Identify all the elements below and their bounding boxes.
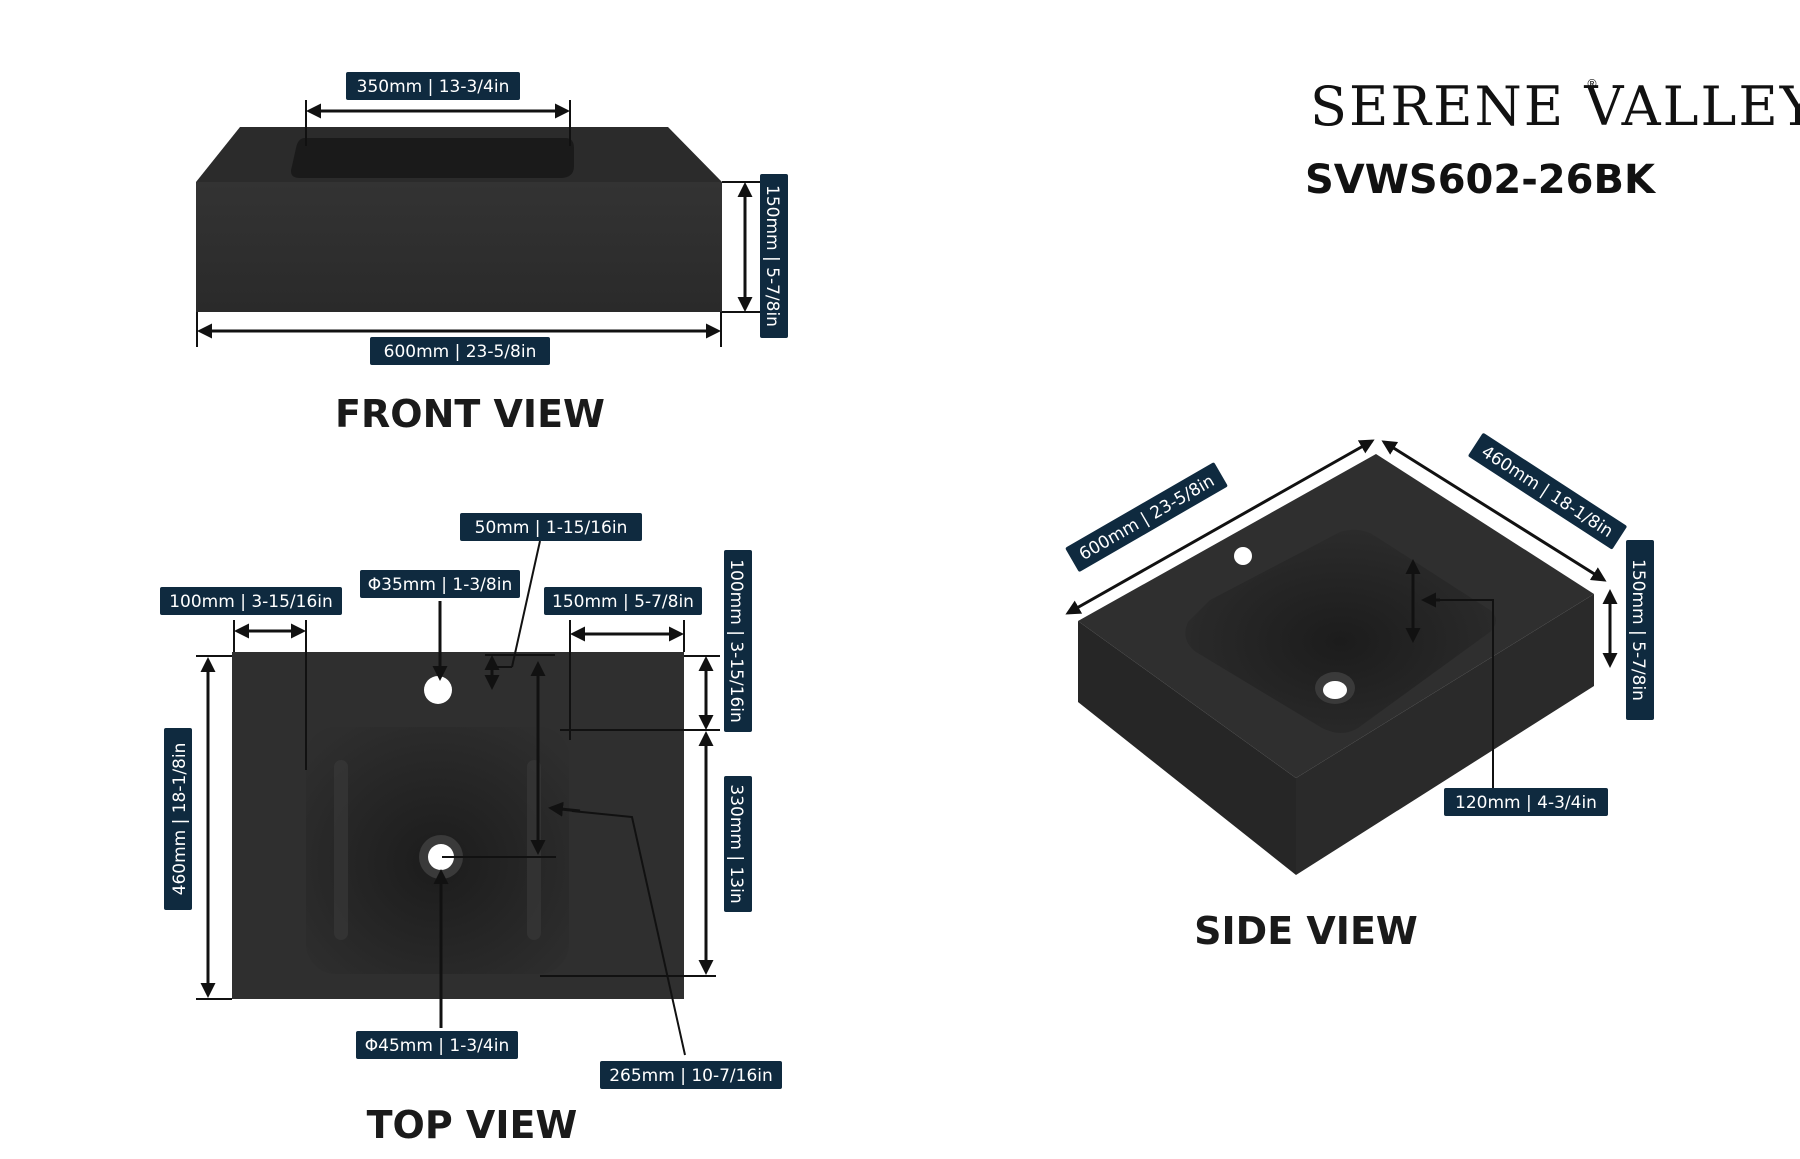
svg-text:120mm | 4-3/4in: 120mm | 4-3/4in: [1455, 793, 1597, 813]
brand-block: SERENE VALLEY ® SVWS602-26BK: [1305, 75, 1800, 203]
svg-text:Φ45mm | 1-3/4in: Φ45mm | 1-3/4in: [365, 1036, 509, 1056]
side-faucet-hole: [1234, 547, 1252, 565]
registered-mark: ®: [1586, 77, 1598, 91]
side-height-label: 150mm | 5-7/8in: [1626, 540, 1654, 720]
svg-text:600mm | 23-5/8in: 600mm | 23-5/8in: [384, 342, 537, 362]
side-view-title: SIDE VIEW: [1194, 909, 1418, 953]
top-faucet-hole-label: Φ35mm | 1-3/8in: [360, 570, 520, 598]
top-right-margin-label: 150mm | 5-7/8in: [544, 587, 702, 615]
side-view: 600mm | 23-5/8in 460mm | 18-1/8in 150mm …: [1065, 433, 1654, 953]
svg-text:150mm | 5-7/8in: 150mm | 5-7/8in: [762, 185, 782, 327]
side-depth-arrow: [1381, 440, 1607, 582]
svg-text:350mm | 13-3/4in: 350mm | 13-3/4in: [357, 77, 510, 97]
svg-text:460mm | 18-1/8in: 460mm | 18-1/8in: [1478, 442, 1617, 542]
top-bowl-width-label: 265mm | 10-7/16in: [600, 1061, 782, 1089]
svg-text:100mm | 3-15/16in: 100mm | 3-15/16in: [726, 559, 746, 723]
svg-text:150mm | 5-7/8in: 150mm | 5-7/8in: [1628, 559, 1648, 701]
side-drain-hole: [1323, 681, 1347, 699]
side-bowl-depth-label: 120mm | 4-3/4in: [1444, 788, 1608, 816]
top-bowl-length-label: 330mm | 13in: [724, 776, 752, 912]
svg-text:150mm | 5-7/8in: 150mm | 5-7/8in: [552, 592, 694, 612]
front-view-title: FRONT VIEW: [335, 392, 605, 436]
svg-text:50mm | 1-15/16in: 50mm | 1-15/16in: [475, 518, 628, 538]
side-width-arrow: [1065, 439, 1375, 615]
front-height-label: 150mm | 5-7/8in: [760, 174, 788, 338]
side-sink-front: [1078, 621, 1296, 875]
model-number: SVWS602-26BK: [1305, 157, 1657, 203]
top-faucet-hole: [424, 676, 452, 704]
front-width-label: 600mm | 23-5/8in: [370, 337, 550, 365]
front-sink-body: [196, 182, 722, 312]
svg-text:Φ35mm | 1-3/8in: Φ35mm | 1-3/8in: [368, 575, 512, 595]
top-left-margin-label: 100mm | 3-15/16in: [160, 587, 342, 615]
svg-text:460mm | 18-1/8in: 460mm | 18-1/8in: [170, 743, 190, 896]
svg-text:330mm | 13in: 330mm | 13in: [726, 784, 746, 903]
top-hole-offset-label: 50mm | 1-15/16in: [460, 513, 642, 541]
svg-text:100mm | 3-15/16in: 100mm | 3-15/16in: [169, 592, 333, 612]
front-bowl-width-label: 350mm | 13-3/4in: [346, 72, 520, 100]
side-sink-side: [1296, 594, 1594, 875]
top-depth-label: 460mm | 18-1/8in: [164, 728, 192, 910]
brand-name: SERENE VALLEY: [1310, 75, 1800, 138]
front-view: 350mm | 13-3/4in 150mm | 5-7/8in 600mm |…: [196, 72, 788, 436]
top-drain-hole-label: Φ45mm | 1-3/4in: [356, 1031, 518, 1059]
top-view: 50mm | 1-15/16in Φ35mm | 1-3/8in 100mm |…: [160, 513, 782, 1147]
top-back-margin-label: 100mm | 3-15/16in: [724, 550, 752, 732]
top-drain-hole: [428, 844, 454, 870]
top-view-title: TOP VIEW: [367, 1103, 578, 1147]
svg-text:600mm | 23-5/8in: 600mm | 23-5/8in: [1076, 471, 1218, 565]
svg-text:265mm | 10-7/16in: 265mm | 10-7/16in: [609, 1066, 773, 1086]
front-bowl-opening: [291, 138, 574, 178]
